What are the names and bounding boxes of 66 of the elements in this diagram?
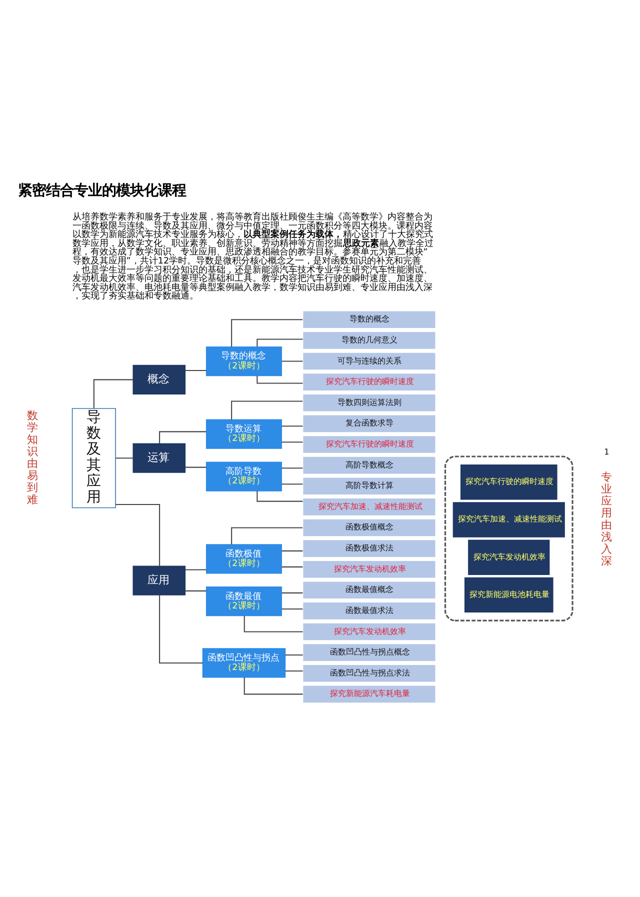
node-box: 探究新能源电池耗电量 (464, 577, 554, 613)
connector (93, 379, 133, 408)
node-box: 导数运算 （2课时） (206, 419, 282, 449)
connector (185, 569, 206, 570)
node-box: 导数四则运算法则 (302, 394, 436, 412)
node-box: 函数最值求法 (302, 602, 436, 620)
connector (282, 468, 303, 469)
node-box: 探究汽车行驶的瞬时速度 (302, 372, 436, 392)
node-box: 探究新能源汽车耗电量 (302, 685, 436, 704)
connector (282, 592, 303, 594)
connector (116, 504, 160, 566)
connector (231, 527, 303, 544)
connector (231, 319, 303, 347)
connector (256, 376, 303, 384)
node-box: 高阶导数计算 (302, 476, 436, 496)
connector (256, 490, 303, 502)
connector (282, 442, 303, 443)
node-box: 探究汽车加速、减速性能测试 (302, 498, 436, 516)
connector (282, 550, 303, 552)
node-box: 探究汽车发动机效率 (468, 540, 550, 575)
connector (231, 400, 303, 420)
node-box: 导数的概念 （2课时） (206, 346, 282, 376)
node-box: 函数极值概念 (302, 518, 436, 537)
node-box: 导数的几何意义 (302, 331, 436, 350)
connector (285, 654, 303, 656)
cluster (444, 456, 574, 622)
connector (116, 458, 133, 459)
node-box: 函数凹凸性与拐点求法 (302, 664, 436, 683)
node-box: 探究汽车发动机效率 (302, 560, 436, 579)
connector (185, 590, 206, 592)
node-box: 高阶导数 （2课时） (206, 462, 282, 492)
node-box: 导数的概念 (302, 310, 436, 329)
connector (185, 466, 206, 468)
node-box: 运算 (132, 443, 186, 473)
node-box: 探究汽车行驶的瞬时速度 (460, 464, 558, 500)
node-box: 应用 (132, 566, 186, 596)
connector (159, 595, 203, 664)
connector (244, 678, 303, 695)
label: 1 (604, 448, 610, 456)
connector (185, 370, 206, 371)
node-box: 函数最值 （2课时） (206, 586, 282, 616)
node-box: 函数凹凸性与拐点概念 (302, 643, 436, 662)
connector (282, 360, 303, 362)
node-box: 探究汽车行驶的瞬时速度 (302, 435, 436, 454)
diagram-title: 紧密结合专业的模块化课程 (18, 183, 186, 200)
connector (244, 616, 303, 632)
node-box: 函数极值求法 (302, 539, 436, 558)
node-box: 可导与连续的关系 (302, 352, 436, 370)
label: 专业应用由浅入深 (600, 470, 612, 568)
node-box: 导数及其应用 (72, 408, 116, 508)
connector (282, 566, 303, 568)
connector (285, 670, 303, 672)
connector (282, 608, 303, 610)
node-box: 探究汽车发动机效率 (302, 622, 436, 641)
connector (282, 426, 303, 427)
node-box: 函数极值 （2课时） (206, 544, 282, 574)
node-box: 概念 (132, 364, 186, 394)
label: 数学知识由易到难 (27, 409, 38, 506)
connector (282, 484, 303, 485)
node-box: 高阶导数概念 (302, 456, 436, 474)
node-box: 探究汽车加速、减速性能测试 (452, 502, 565, 538)
node-box: 函数最值概念 (302, 580, 436, 600)
connector (256, 338, 303, 347)
node-box: 复合函数求导 (302, 414, 436, 433)
label: 从培养数学素养和服务于专业发展，将高等教育出版社顾俊生主编《高等数学》内容整合为一函数极限与连续、导数及其应用、微分与中值定理、一元函数积分等四大模块。课程内容以数学为新能源汽车技术专业服务为核心，以典型案例任务为载体，精心设计了十大探究式数学应用，从数学文化、职业素养、创新意识、劳动精神等方面挖掘思政元素融入教学全过程，有效达成了数学知识、专业应用、思政渗透相融合的教学目标。参赛单元为第二模块“导数及其应用”，共计12学时。导数是微积分核心概念之一，是对函数知识的补充和完善，也是学生进一步学习积分知识的基础，还是新能源汽车技术专业学生研究汽车性能测试、发动机最大效率等问题的重要理论基础和工具。教学内容把汽车行驶的瞬时速度、加速度、汽车发动机效率、电池耗电量等典型案例融入教学，数学知识由易到难、专业应用由浅入深，实现了夯实基础和专数融通。 (72, 212, 434, 302)
node-box: 函数凹凸性与拐点 （2课时） (202, 648, 286, 678)
